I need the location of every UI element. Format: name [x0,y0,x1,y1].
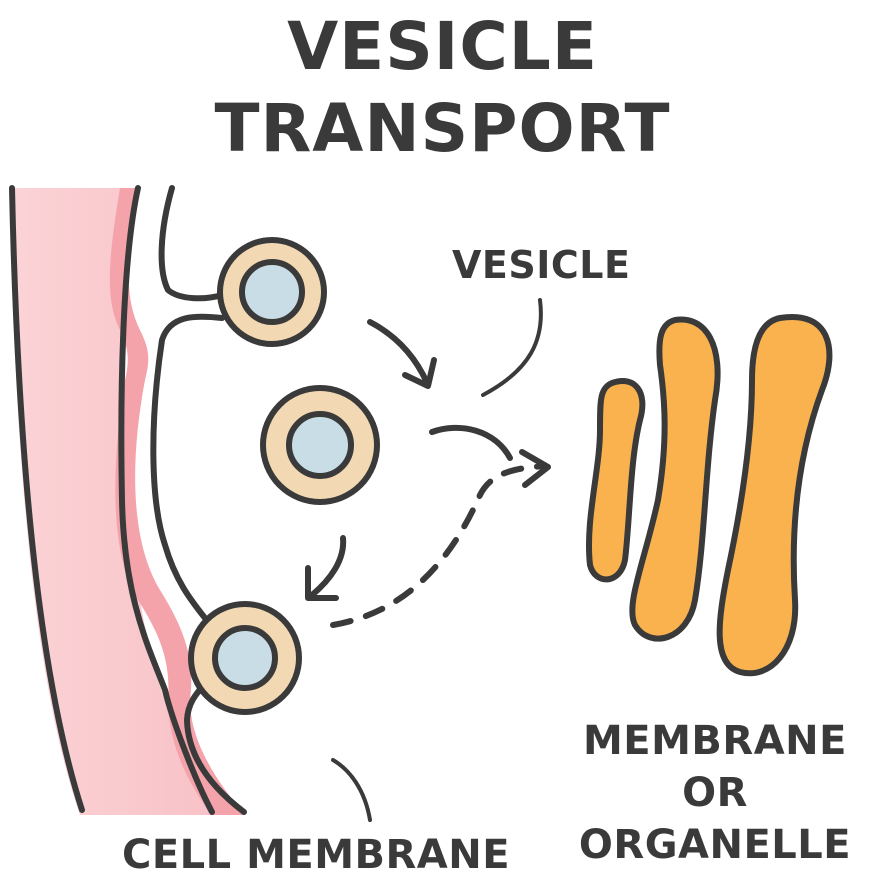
organelle-label: MEMBRANE OR ORGANELLE [555,715,875,871]
organelle-cisterna-3 [716,313,833,677]
vesicle-fusing-bottom [188,601,302,715]
cell-edge-outline [9,185,85,813]
organelle-cisterna-2 [629,316,721,642]
diagram-title: VESICLE TRANSPORT [0,0,885,170]
title-line-1: VESICLE [287,8,598,85]
title-line-2: TRANSPORT [214,90,671,167]
membrane-inner-line [118,185,215,815]
organelle-label-line-2: OR ORGANELLE [578,770,852,868]
organelle-stack [586,313,833,677]
arrow-vesicle-to-organelle [429,424,513,461]
vesicle-label-leader [481,298,543,397]
vesicle-budding-top [217,237,327,347]
vesicle-label: VESICLE [452,243,631,287]
arrow-dashed-return [330,449,551,628]
cell-membrane-band [109,188,246,815]
organelle-cisterna-1 [586,378,646,583]
arrow-bud-to-vesicle [367,319,437,389]
cell-membrane-leader [331,758,372,822]
cell-membrane-label: CELL MEMBRANE [122,832,511,878]
organelle-label-line-1: MEMBRANE [583,718,847,764]
arrow-to-membrane [305,535,347,601]
vesicle-free-middle [260,385,380,505]
